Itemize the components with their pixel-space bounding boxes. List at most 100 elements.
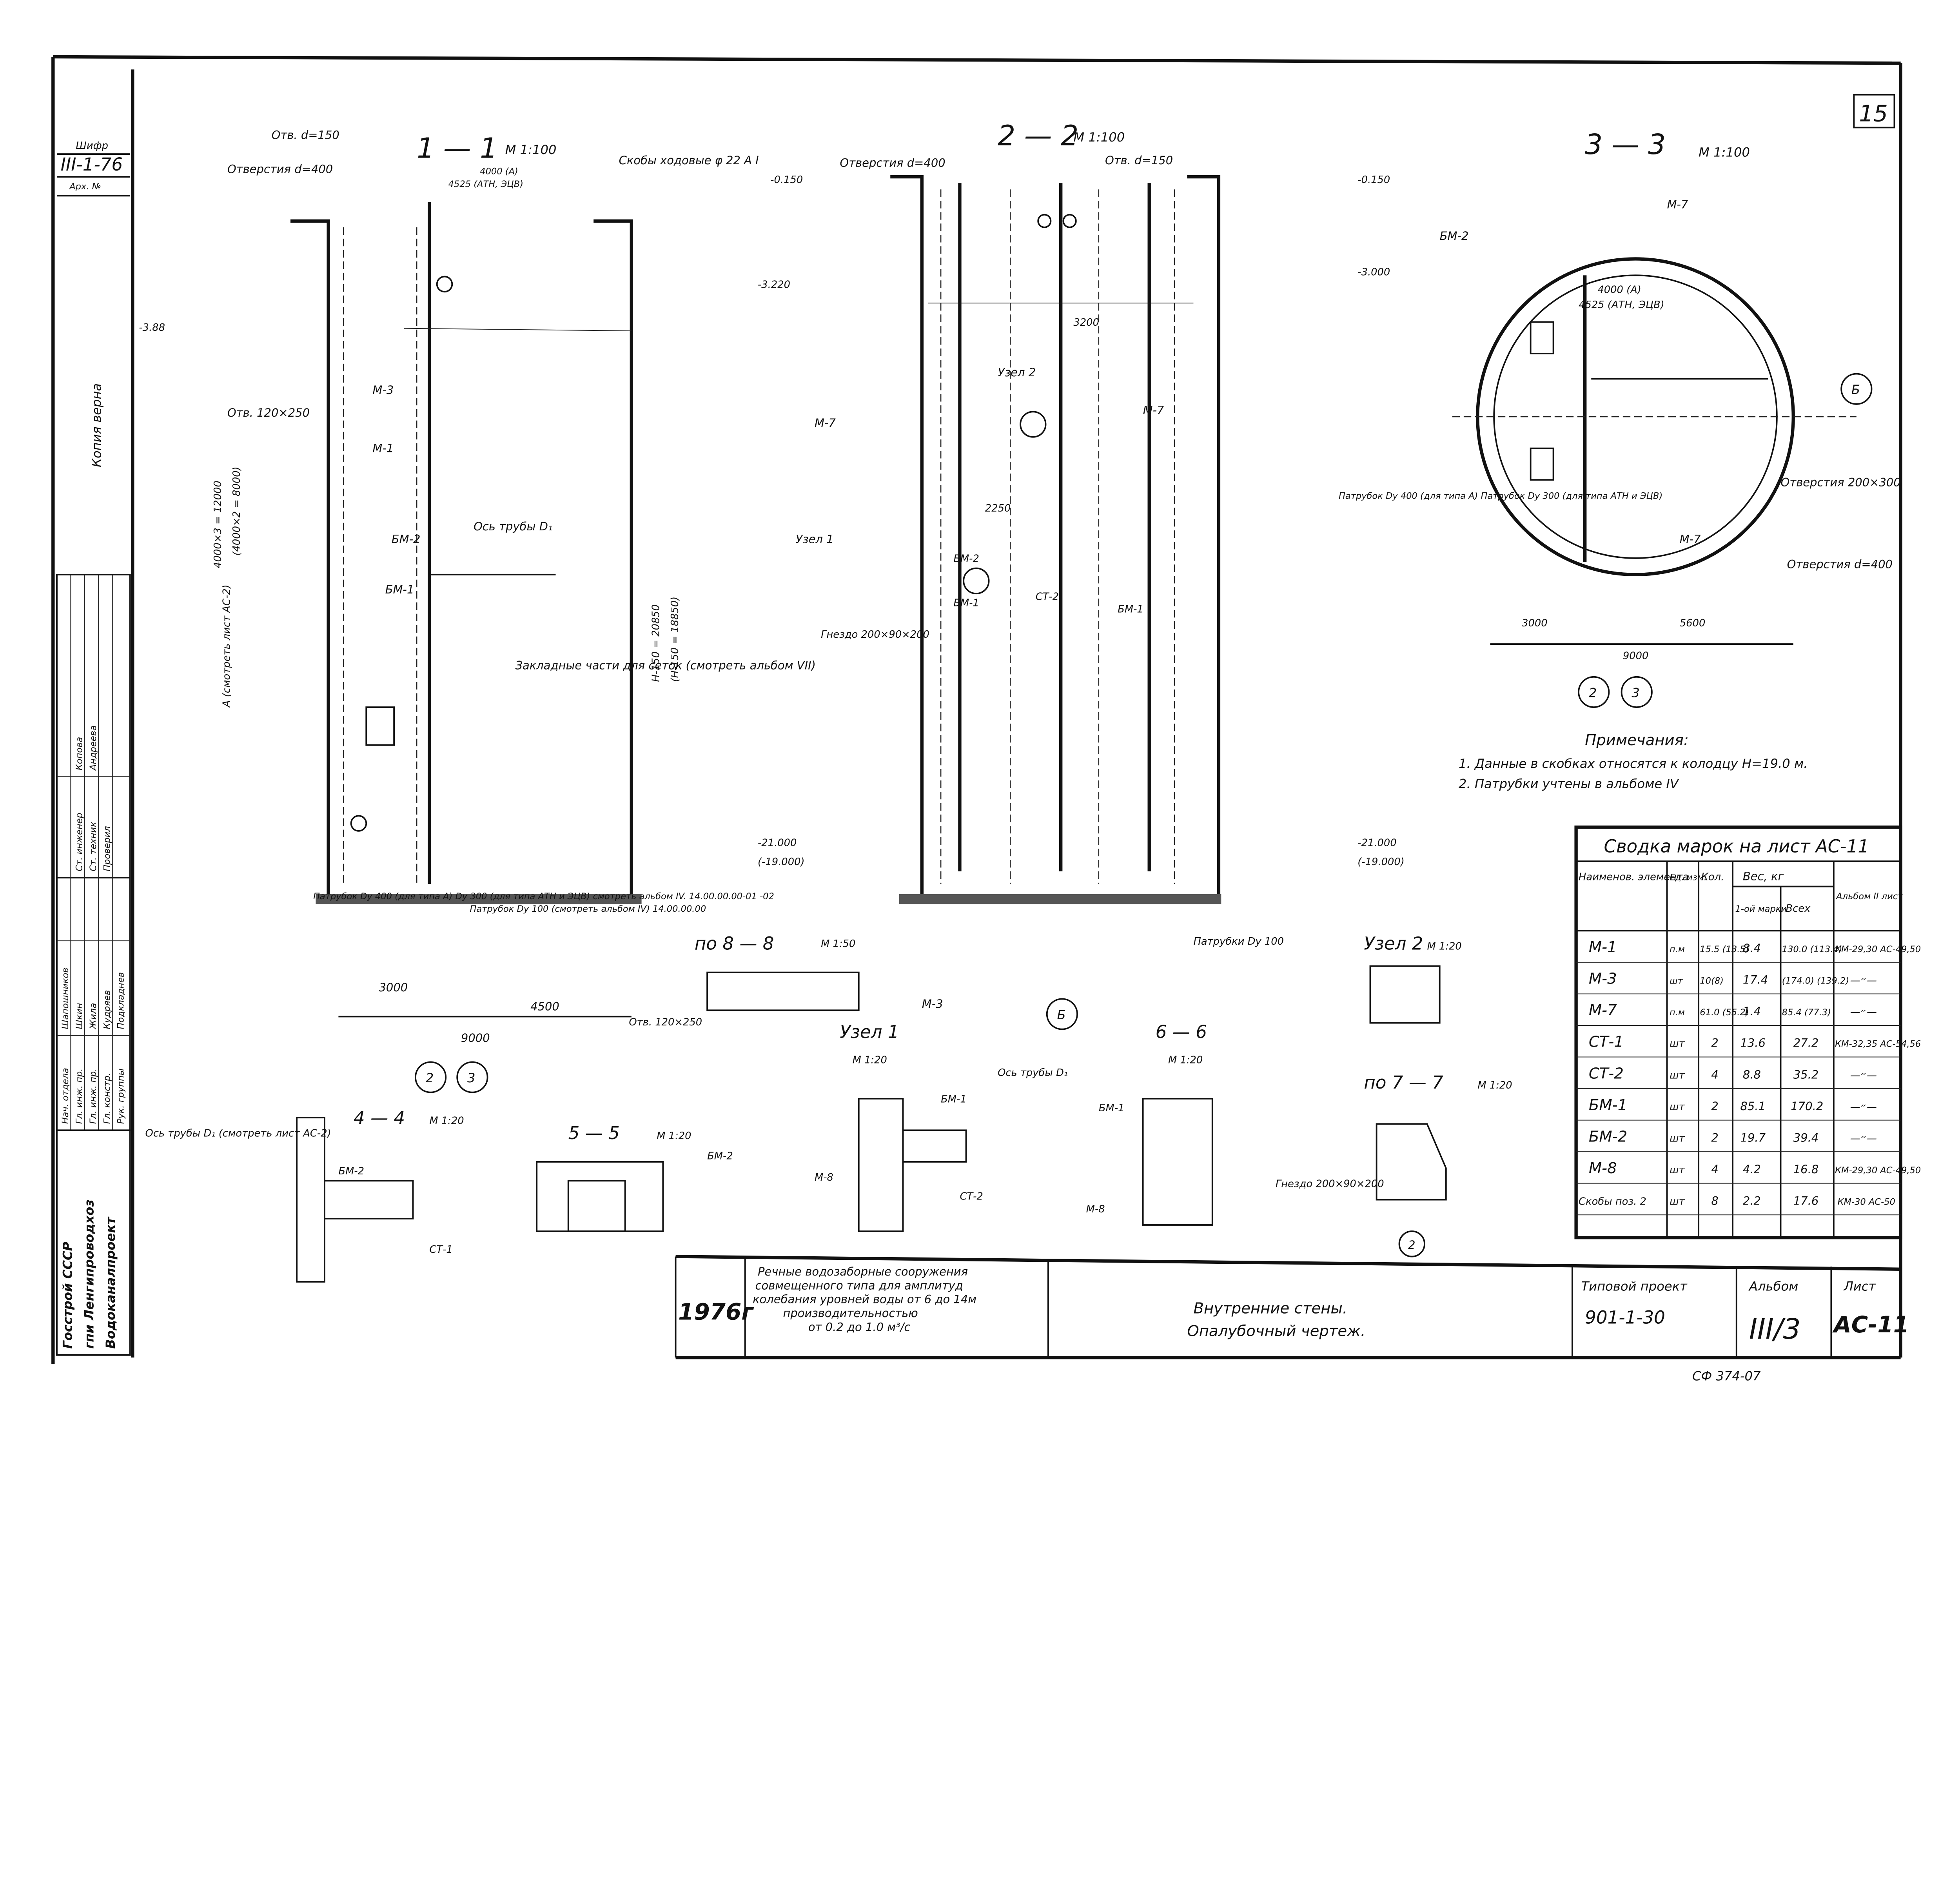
- mark-ct1: СТ-1: [429, 1244, 452, 1256]
- org-line-0: Госстрой СССР: [60, 1241, 75, 1348]
- th-qty: Кол.: [1701, 871, 1724, 883]
- cell-w-one: 1.4: [1743, 1005, 1761, 1018]
- project-label: Типовой проект: [1581, 1279, 1688, 1294]
- section-2-2: 2 — 2 М 1:100 Б Отверстия d=400 Отв. d=1…: [796, 119, 1405, 1030]
- mark-m7-33: М-7: [1667, 198, 1688, 211]
- left-stamp-strip: Шифр III-1-76 Арх. № Копия верна Нач. от…: [56, 140, 131, 1356]
- drawing-sheet: 15 Шифр III-1-76 Арх. № Копия верна Нач.…: [51, 55, 1921, 1383]
- cell-w-one: 8.4: [1743, 942, 1761, 955]
- mark-m3: М-3: [372, 383, 394, 397]
- label-brackets: Скобы ходовые φ 22 A I: [619, 154, 759, 167]
- cell-album: —״—: [1850, 1069, 1877, 1081]
- cell-album: —״—: [1850, 1101, 1877, 1113]
- label-pipes-100: Патрубки Dу 100: [1193, 936, 1284, 947]
- label-node2-ref: Узел 2: [998, 366, 1036, 379]
- dim-9000-33: 9000: [1623, 650, 1649, 662]
- cell-w-one: 85.1: [1740, 1100, 1766, 1113]
- level-3220: -3.220: [758, 279, 790, 291]
- table-title: Сводка марок на лист АС-11: [1604, 836, 1869, 857]
- cell-w-one: 4.2: [1743, 1163, 1761, 1176]
- level-388: -3.88: [139, 322, 165, 334]
- name-3: Кудряев: [102, 990, 112, 1029]
- table-row: М-1 п.м 15.5 (13.5) 8.4 130.0 (113.4) КМ…: [1576, 938, 1921, 963]
- mark-bm2-33: БМ-2: [1440, 229, 1469, 243]
- label-pipe-100: Патрубок Dу 100 (смотреть альбом IV) 14.…: [470, 904, 706, 914]
- dim-h18850: (H-150 = 18850): [669, 597, 681, 682]
- mark-ct2: СТ-2: [1036, 591, 1059, 602]
- mark-m8-n1: М-8: [815, 1172, 833, 1183]
- section-4-4-title: 4 — 4: [354, 1107, 405, 1128]
- cell-qty: 2: [1711, 1100, 1718, 1113]
- role-6: Ст. техник: [88, 822, 98, 871]
- cipher-label: Шифр: [76, 140, 108, 152]
- node1-scale: М 1:20: [853, 1054, 887, 1066]
- page-number: 15: [1859, 100, 1888, 127]
- cell-name: БМ-1: [1589, 1096, 1627, 1114]
- archive-stamp: СФ 374-07: [1692, 1368, 1761, 1383]
- cell-w-one: 17.4: [1743, 973, 1768, 987]
- name-4: Подкладнев: [116, 972, 126, 1029]
- cell-qty: 61.0 (55.2): [1700, 1007, 1749, 1018]
- section-2-2-title: 2 — 2: [998, 119, 1078, 152]
- mark-m7-33b: М-7: [1680, 532, 1701, 546]
- dim-4000a: 4000 (А): [480, 167, 518, 177]
- cell-album: —״—: [1850, 1006, 1877, 1018]
- sheet-label: Лист: [1844, 1279, 1877, 1294]
- dim-4000a-33: 4000 (А): [1597, 284, 1641, 296]
- cell-w-all: 16.8: [1793, 1163, 1819, 1176]
- axis-2-77: 2: [1408, 1238, 1415, 1252]
- table-row: Скобы поз. 2 шт 8 2.2 17.6 КМ-30 АС-50: [1576, 1194, 1901, 1216]
- th-unit: Ед. изм.: [1670, 872, 1707, 882]
- label-see-sheet: А (смотреть лист АС-2): [221, 584, 232, 708]
- level-21000-2: -21.000: [1357, 837, 1396, 849]
- cell-w-all: 170.2: [1791, 1100, 1823, 1113]
- section-5-5-scale: М 1:20: [657, 1130, 691, 1142]
- dim-12000: 4000×3 = 12000: [212, 481, 224, 568]
- label-pipe-400: Патрубок Dу 400 (для типа А) Dу 300 (для…: [313, 891, 774, 902]
- name-5: Копова: [74, 737, 84, 770]
- mark-bm1-3: БМ-1: [1118, 603, 1143, 615]
- cell-qty: 4: [1711, 1068, 1718, 1081]
- level-21000: -21.000: [758, 837, 797, 849]
- cell-album: КМ-30 АС-50: [1837, 1197, 1895, 1207]
- cell-w-all: 85.4 (77.3): [1782, 1007, 1831, 1018]
- title-block: 1976г Речные водозаборные сооружения сов…: [675, 1255, 1909, 1383]
- th-album: Альбом II лист: [1835, 891, 1903, 902]
- cell-w-all: (174.0) (139.2): [1782, 976, 1849, 986]
- section-6-6-title: 6 — 6: [1156, 1022, 1207, 1042]
- name-2: Жила: [88, 1003, 98, 1030]
- section-5-5-title: 5 — 5: [568, 1123, 620, 1143]
- label-hole-150-2: Отв. d=150: [1105, 154, 1173, 167]
- table-row: М-7 п.м 61.0 (55.2) 1.4 85.4 (77.3) —״—: [1576, 1002, 1901, 1026]
- axis-3-33: 3: [1632, 685, 1639, 700]
- role-1: Гл. инж. пр.: [74, 1069, 84, 1124]
- notes: Примечания: 1. Данные в скобках относятс…: [1459, 731, 1808, 791]
- label-pipe-axis: Ось трубы D₁: [474, 520, 552, 533]
- cell-w-all: 27.2: [1793, 1036, 1819, 1050]
- project-number: 901-1-30: [1585, 1307, 1665, 1328]
- sheet-title-0: Внутренние стены.: [1193, 1300, 1347, 1317]
- cell-name: М-8: [1589, 1159, 1617, 1177]
- cell-album: —״—: [1850, 975, 1877, 987]
- detail-views: по 8 — 8 М 1:50 Отв. 120×250 М-3 4 — 4 М…: [145, 933, 1512, 1283]
- cell-unit: шт: [1670, 1132, 1685, 1144]
- axis-b-label: Б: [1057, 1007, 1066, 1022]
- label-hole-150: Отв. d=150: [272, 128, 339, 142]
- dim-9000: 9000: [461, 1031, 490, 1045]
- axis-2-33: 2: [1589, 685, 1597, 700]
- cell-qty: 10(8): [1700, 976, 1724, 986]
- cell-qty: 8: [1711, 1194, 1718, 1207]
- table-row: БМ-2 шт 2 19.7 39.4 —״—: [1576, 1128, 1901, 1152]
- section-8-8-scale: М 1:50: [821, 938, 855, 950]
- role-7: Проверил: [102, 826, 112, 871]
- project-desc-1: совмещенного типа для амплитуд: [755, 1279, 963, 1292]
- label-pipe-axis-n1: Ось трубы D₁: [998, 1067, 1068, 1079]
- cell-name: М-1: [1589, 938, 1617, 956]
- mark-m8-66: М-8: [1086, 1203, 1105, 1215]
- mark-bm2-2: БМ-2: [953, 553, 979, 565]
- cell-w-all: 130.0 (113.4): [1782, 944, 1842, 954]
- cell-name: СТ-1: [1589, 1033, 1624, 1051]
- label-holes-400-2: Отверстия d=400: [840, 156, 945, 169]
- cell-unit: шт: [1670, 1164, 1685, 1176]
- cell-w-all: 35.2: [1793, 1068, 1819, 1081]
